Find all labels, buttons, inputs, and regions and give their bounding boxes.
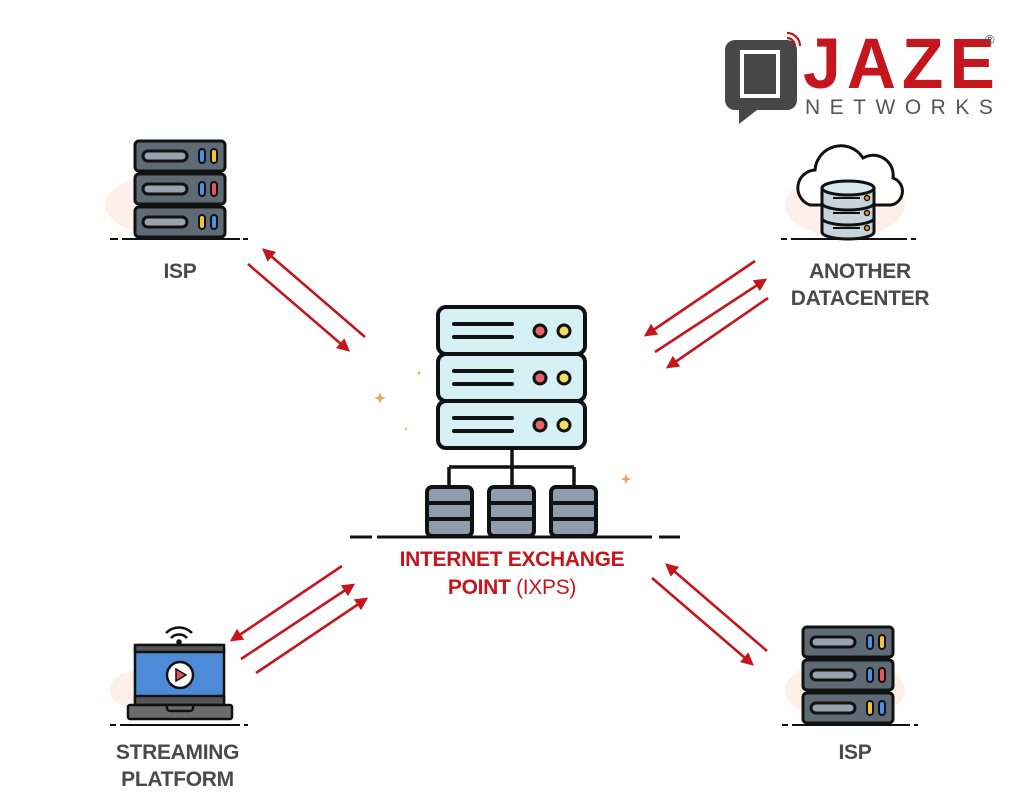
isp-top-left-server-icon [105, 139, 248, 240]
brand-name: JAZE [803, 24, 1001, 104]
arrow-to-center [255, 597, 369, 675]
arrows-streaming-platform [229, 564, 369, 675]
ixp-server-unit [436, 399, 587, 450]
center-node-label: INTERNET EXCHANGE POINT (IXPS) [370, 546, 654, 602]
node-label-isp-bottom-right: ISP [795, 739, 915, 766]
ixp-storage-unit [425, 485, 474, 538]
brand-subtitle: NETWORKS [805, 96, 1003, 119]
registered-mark: ® [985, 32, 995, 47]
isp-bottom-right-server-icon [782, 625, 918, 726]
arrow-to-center [643, 259, 756, 337]
arrow-to-node [651, 577, 754, 666]
node-label-isp-top-left: ISP [120, 258, 240, 285]
laptop-video-icon [110, 626, 248, 726]
label-line: DATACENTER [790, 287, 930, 310]
label-line: STREAMING [115, 741, 240, 764]
label-line: ISP [163, 260, 197, 283]
node-label-streaming-platform: STREAMING PLATFORM [90, 739, 265, 793]
ixp-server-unit [436, 305, 587, 356]
center-label-ixps: (IXPS) [516, 576, 577, 599]
arrow-to-node [654, 278, 768, 354]
center-label-line2: POINT (IXPS) [370, 574, 654, 602]
cloud-database-icon [781, 144, 916, 241]
arrow-to-center [665, 563, 768, 652]
ixp-storage-unit [549, 485, 598, 538]
arrows-isp-bottom-right [651, 563, 768, 666]
center-label-line1: INTERNET EXCHANGE [399, 548, 625, 571]
arrow-to-center [240, 583, 356, 661]
ixp-server-unit [436, 352, 587, 403]
arrow-to-center [247, 263, 350, 352]
arrow-to-node [262, 248, 366, 338]
label-line: ISP [838, 741, 872, 764]
logo-icon [725, 31, 802, 124]
network-tree-lines [447, 448, 576, 487]
ixp-server-icon [425, 305, 598, 538]
arrows-isp-top-left [247, 248, 366, 352]
center-label-point: POINT [447, 576, 511, 599]
arrow-to-node [229, 564, 343, 642]
node-label-another-datacenter: ANOTHER DATACENTER [770, 258, 950, 312]
ixp-storage-unit [487, 485, 536, 538]
arrow-to-center [665, 296, 769, 369]
arrows-another-datacenter [643, 259, 769, 369]
label-line: PLATFORM [121, 768, 234, 791]
label-line: ANOTHER [809, 260, 911, 283]
